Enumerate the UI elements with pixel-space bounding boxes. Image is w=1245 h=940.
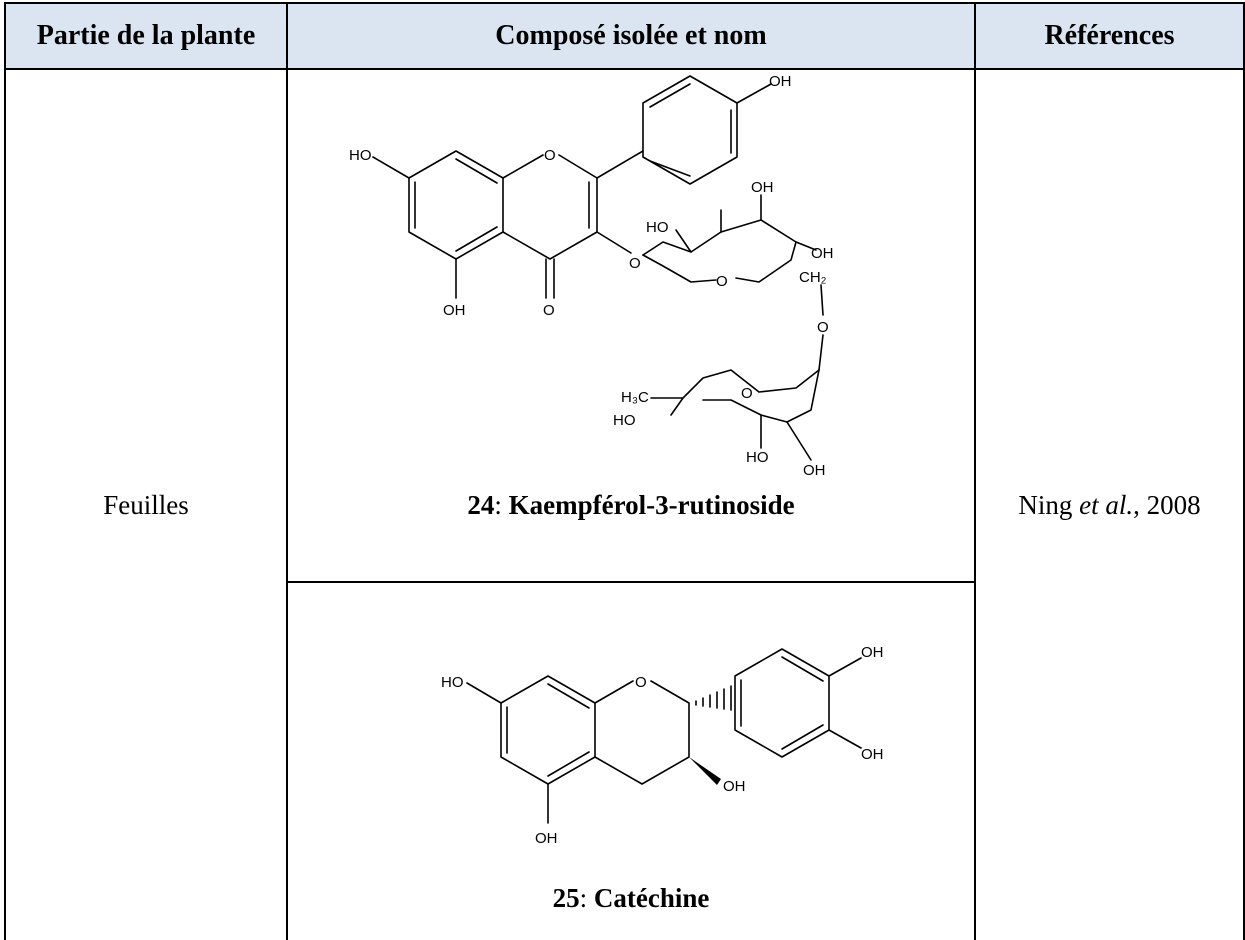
- atom-label: HO: [746, 449, 769, 466]
- rham-oh-bond: [786, 421, 812, 461]
- oh4-bond: [736, 83, 772, 104]
- glucose-bonds-lower: [642, 254, 717, 283]
- ring-b-bonds: [734, 648, 830, 758]
- atom-label: HO: [349, 147, 372, 164]
- ch2-o-bond: [820, 284, 824, 316]
- reference-year: , 2008: [1133, 489, 1201, 520]
- compound-caption-24: 24: Kaempférol-3-rutinoside: [467, 490, 795, 520]
- compound-cell-24: OH HO O OH O O HO OH OH O CH₂ O H₃C O HO…: [286, 69, 976, 583]
- oh7-bond: [372, 156, 410, 179]
- b-ring-link: [596, 150, 644, 179]
- compound-name: Catéchine: [593, 883, 710, 913]
- table-row: OH OH HO O OH OH 25: Catéchine: [5, 582, 1244, 940]
- ring-a-bonds: [500, 675, 596, 785]
- ring-a-double-bond: [455, 158, 498, 184]
- oh-bond: [828, 729, 862, 749]
- compounds-table: Partie de la plante Composé isolée et no…: [4, 2, 1245, 940]
- catechin-structure: OH OH HO O OH OH: [441, 644, 884, 847]
- atom-label: O: [741, 385, 753, 402]
- atom-label: OH: [535, 830, 558, 847]
- plant-part-cell: Feuilles: [4, 69, 288, 940]
- atom-label: O: [629, 255, 641, 272]
- o-rham-bond: [818, 334, 824, 371]
- ring-a-double-bond: [455, 226, 498, 252]
- reference-cell: Ning et al., 2008: [974, 69, 1245, 940]
- atom-label: H₃C: [621, 389, 649, 406]
- atom-label: O: [543, 302, 555, 319]
- reference-author: Ning: [1018, 489, 1080, 520]
- header-references: Références: [974, 2, 1245, 70]
- atom-label: O: [817, 319, 829, 336]
- ring-a-double-bond: [547, 751, 590, 777]
- atom-label: HO: [441, 674, 464, 691]
- header-compound: Composé isolée et nom: [286, 2, 976, 70]
- atom-label: OH: [443, 302, 466, 319]
- atom-label: OH: [723, 778, 746, 795]
- o-link-bond: [596, 231, 632, 254]
- plant-part-label: Feuilles: [103, 489, 189, 520]
- ring-b-double-bond: [781, 724, 824, 750]
- reference-etal: et al.: [1079, 489, 1134, 520]
- rhamnose-bonds-lower: [702, 369, 820, 423]
- atom-label: O: [635, 674, 647, 691]
- atom-label: OH: [811, 245, 834, 262]
- oh7-bond: [466, 682, 502, 704]
- atom-label: HO: [646, 219, 669, 236]
- ring-b-double-bond: [781, 656, 824, 682]
- wedge-bond: [689, 757, 721, 785]
- header-row: Partie de la plante Composé isolée et no…: [4, 2, 1245, 70]
- glc-ho-bond: [675, 229, 692, 253]
- table-row: Feuilles: [4, 69, 1245, 940]
- atom-label: CH₂: [799, 269, 827, 286]
- atom-label: OH: [769, 73, 792, 90]
- atom-label: O: [544, 147, 556, 164]
- compound-number: 25: [552, 883, 580, 913]
- glc-oh-bond: [795, 241, 817, 251]
- atom-label: OH: [861, 644, 884, 661]
- kaempferol-rutinoside-structure: OH HO O OH O O HO OH OH O CH₂ O H₃C O HO…: [349, 73, 834, 479]
- ring-b-double-bond: [649, 160, 691, 177]
- ring-a-double-bond: [547, 683, 590, 709]
- compound-caption-25: 25: Catéchine: [552, 883, 710, 913]
- atom-label: HO: [613, 412, 636, 429]
- atom-label: O: [716, 273, 728, 290]
- atom-label: OH: [803, 462, 826, 479]
- ring-a-bonds: [408, 150, 504, 260]
- compound-number: 24: [467, 490, 495, 520]
- ring-b-bonds: [642, 75, 738, 185]
- oh-bond: [828, 657, 862, 677]
- compound-name: Kaempférol-3-rutinoside: [508, 490, 795, 520]
- ring-b-double-bond: [649, 83, 691, 108]
- atom-label: OH: [861, 746, 884, 763]
- hashed-bond: [695, 685, 732, 711]
- ring-c-bond: [594, 680, 634, 704]
- atom-label: OH: [751, 179, 774, 196]
- ring-c-bonds: [594, 680, 690, 785]
- compound-cell-25: OH OH HO O OH OH 25: Catéchine: [286, 582, 976, 940]
- header-part: Partie de la plante: [4, 2, 288, 70]
- ring-c-bond: [502, 154, 544, 179]
